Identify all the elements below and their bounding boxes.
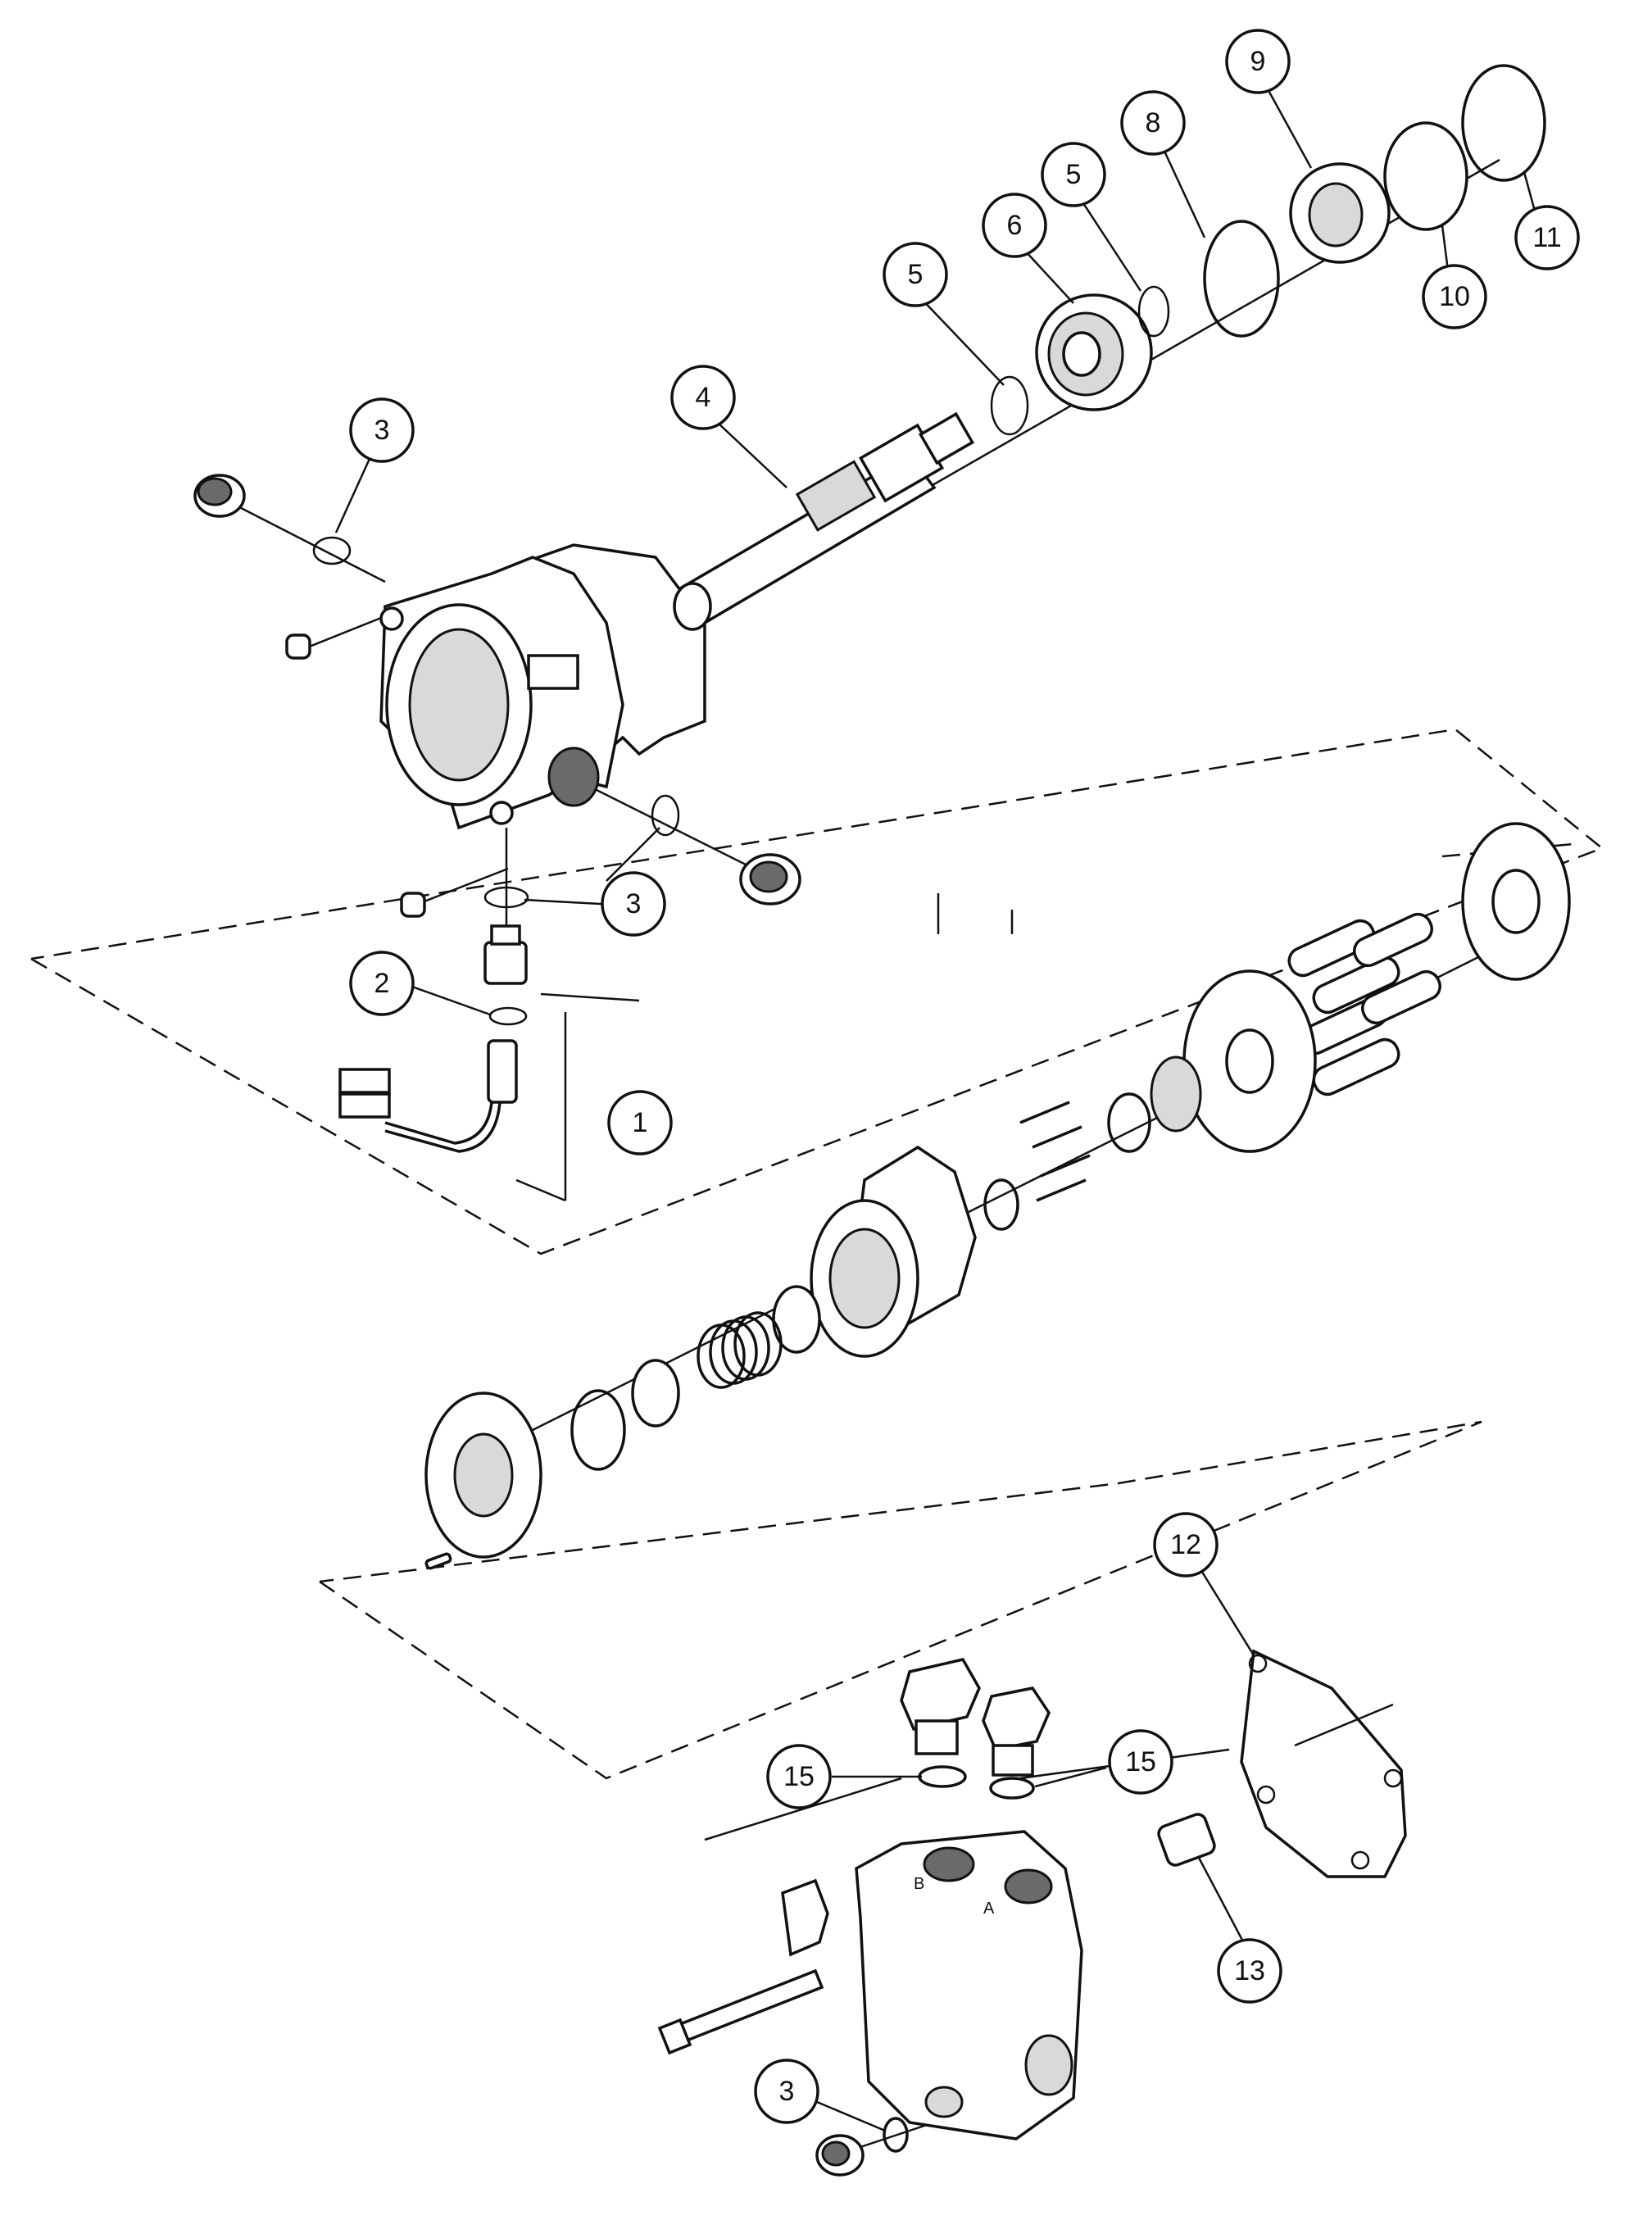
motor-housing [379, 543, 706, 830]
callout-3-middle: 3 [601, 871, 666, 937]
callout-9-label: 9 [1250, 46, 1266, 77]
callout-3-top-label: 3 [374, 415, 390, 446]
o-ring-2 [488, 1006, 528, 1026]
o-ring-middle [570, 1389, 626, 1471]
spring-retainer [1107, 1092, 1151, 1153]
roll-pin [424, 1552, 452, 1570]
plug-side [739, 853, 801, 906]
callout-15-right: 15 [1108, 1729, 1173, 1795]
callout-6: 6 [982, 193, 1047, 258]
callout-13: 13 [1217, 1938, 1282, 2004]
valve-plate [424, 1391, 542, 1559]
callout-3-bottom-label: 3 [779, 2076, 795, 2107]
pins [1019, 1101, 1091, 1202]
seal-9 [1289, 162, 1391, 264]
callout-15-left-label: 15 [783, 1761, 815, 1792]
callout-15-left: 15 [766, 1744, 832, 1809]
o-ring-3-bottom [483, 886, 529, 909]
callout-1-label: 1 [633, 1107, 648, 1138]
callout-12-label: 12 [1170, 1529, 1201, 1560]
o-ring-15-right [989, 1777, 1035, 1800]
retainer-ring-middle [631, 1359, 680, 1428]
o-ring-15-left [918, 1765, 967, 1788]
callout-leaders [334, 85, 1538, 2132]
port-a-marking: A [983, 1900, 995, 1918]
spring [697, 1311, 783, 1389]
callout-10-label: 10 [1439, 281, 1470, 312]
callout-8: 8 [1120, 90, 1186, 156]
retaining-ring-11 [1461, 64, 1546, 182]
callout-5-upper: 5 [1041, 142, 1106, 207]
plug-15-right [982, 1687, 1051, 1777]
plug-15-left [900, 1658, 981, 1755]
o-ring-3-endcap [883, 2117, 909, 2153]
o-ring-3-side [651, 794, 680, 837]
gasket-12 [1240, 1649, 1407, 1878]
plug-endcap [815, 2134, 865, 2177]
speed-sensor-assembly [338, 924, 567, 1202]
bushing-13 [1157, 1813, 1216, 1867]
callout-12: 12 [1153, 1512, 1219, 1578]
dowel-pin [285, 633, 311, 660]
callout-5-lower: 5 [883, 242, 948, 307]
callout-1: 1 [607, 1090, 673, 1155]
rotating-group [424, 822, 1571, 1570]
callout-6-label: 6 [1007, 210, 1023, 241]
callout-8-label: 8 [1146, 107, 1161, 138]
callout-10: 10 [1422, 264, 1487, 329]
cylinder-barrel [1182, 969, 1317, 1153]
callout-5-lower-label: 5 [908, 259, 924, 290]
port-b-marking: B [914, 1875, 924, 1893]
callout-11-label: 11 [1532, 222, 1561, 253]
end-cap-assembly [657, 1649, 1407, 2177]
callout-15-right-label: 15 [1125, 1746, 1156, 1777]
snap-ring [983, 1178, 1019, 1231]
needle-bearing [1150, 1055, 1202, 1133]
bearing-6 [1035, 293, 1153, 411]
housing-fittings [193, 474, 801, 918]
callout-4: 4 [670, 365, 736, 430]
callout-5-upper-label: 5 [1066, 159, 1082, 190]
callout-3-bottom: 3 [754, 2059, 819, 2124]
bolt [657, 1968, 824, 2055]
callout-13-label: 13 [1234, 1955, 1265, 1986]
callout-9: 9 [1225, 29, 1291, 94]
retaining-ring-8 [1203, 220, 1280, 338]
snap-ring-5-lower [990, 375, 1029, 436]
bearing-stack [990, 64, 1546, 436]
snap-ring-5-upper [1137, 285, 1170, 338]
dowel-pin [400, 892, 426, 918]
plug-top-left [193, 474, 246, 518]
callout-3-middle-label: 3 [626, 888, 642, 919]
callout-4-label: 4 [696, 382, 711, 413]
o-ring-3-top [312, 536, 352, 565]
callout-2-label: 2 [374, 968, 390, 999]
swashplate-housing [810, 1145, 977, 1358]
callout-11: 11 [1514, 205, 1580, 270]
callout-2: 2 [349, 951, 415, 1016]
callout-3-top: 3 [349, 397, 415, 463]
output-shaft [673, 411, 975, 631]
washer-10 [1383, 121, 1468, 231]
